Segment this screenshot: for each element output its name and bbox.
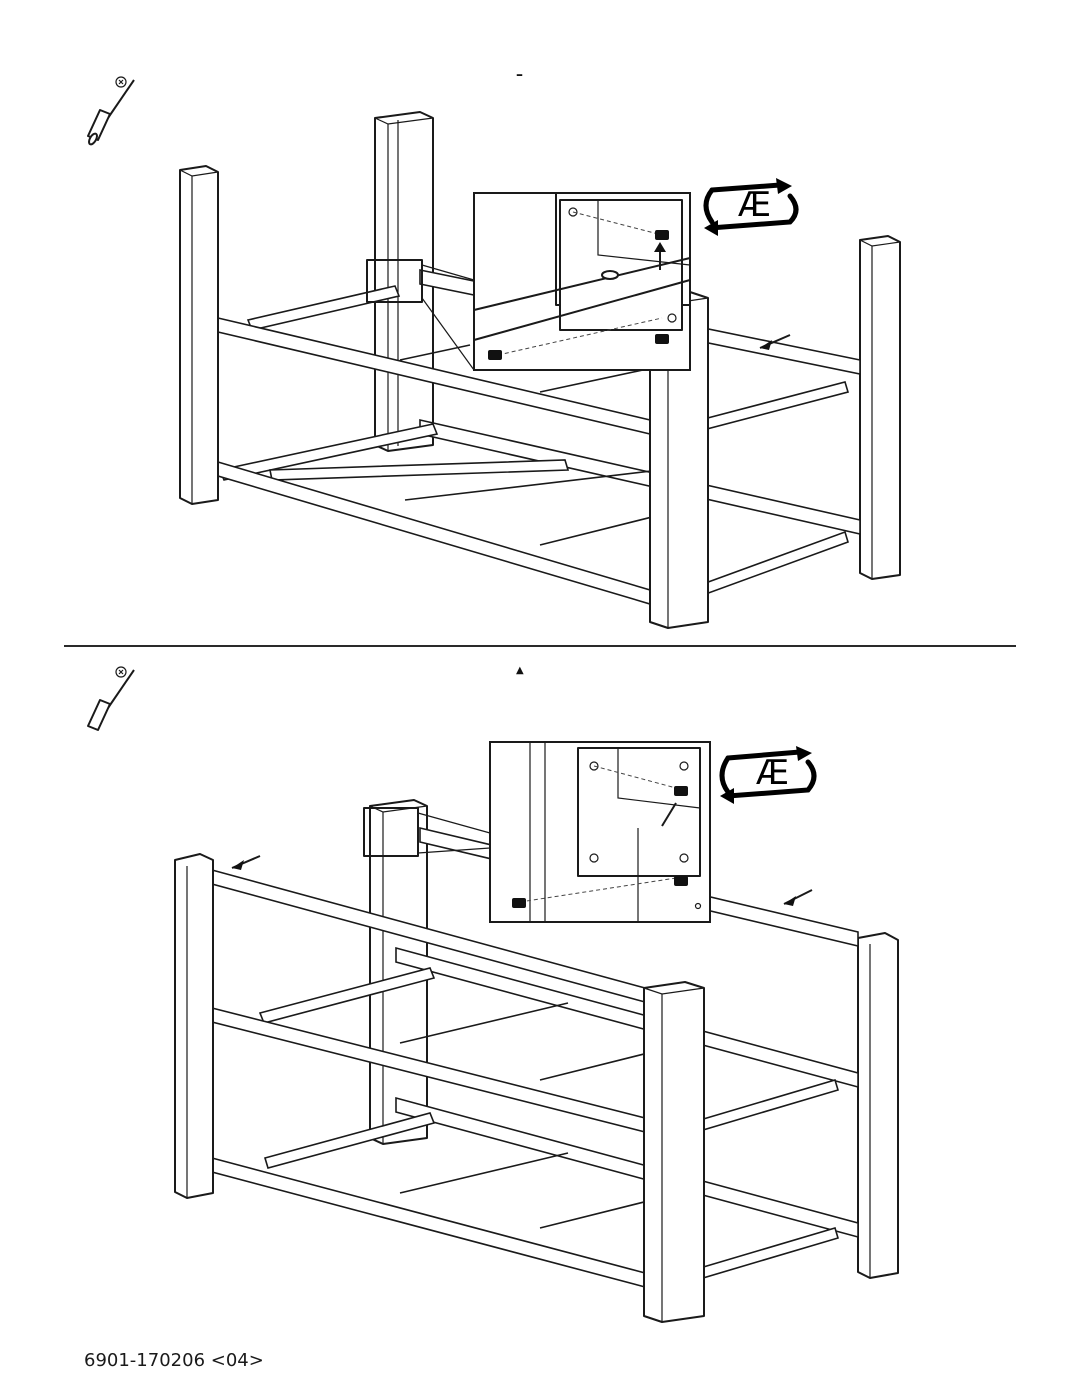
front-left-leg (174, 853, 214, 1199)
screw-icon (512, 786, 688, 908)
front-left-leg (179, 165, 219, 505)
screw-icon (488, 230, 669, 360)
zoom-region-box (366, 259, 423, 303)
detail-inset (473, 192, 691, 371)
rotate-arrows-icon (703, 178, 799, 236)
step-1-marker: – (516, 67, 523, 83)
assembly-step-1: – (0, 0, 1080, 645)
detail-inset (489, 741, 711, 923)
step-1-diagram: Æ (87, 76, 901, 629)
screwdriver-icon (87, 666, 135, 731)
rear-right-leg (857, 932, 899, 1279)
step-2-marker: ▲ (516, 665, 524, 676)
rear-lower-rail (419, 418, 861, 536)
rotate-symbol-label: Æ (738, 185, 771, 225)
cross-rods (258, 967, 839, 1279)
screwdriver-icon (87, 76, 135, 146)
step-2-diagram: Æ (87, 666, 899, 1323)
assembly-step-2: ▲ (0, 648, 1080, 1348)
step-divider (64, 645, 1016, 647)
document-code: 6901-170206 <04> (84, 1350, 264, 1371)
rotate-arrows-icon (719, 746, 817, 804)
rear-right-leg (859, 235, 901, 580)
rotate-symbol-label: Æ (756, 753, 789, 793)
front-right-leg (643, 981, 705, 1323)
zoom-region-box (363, 807, 419, 857)
